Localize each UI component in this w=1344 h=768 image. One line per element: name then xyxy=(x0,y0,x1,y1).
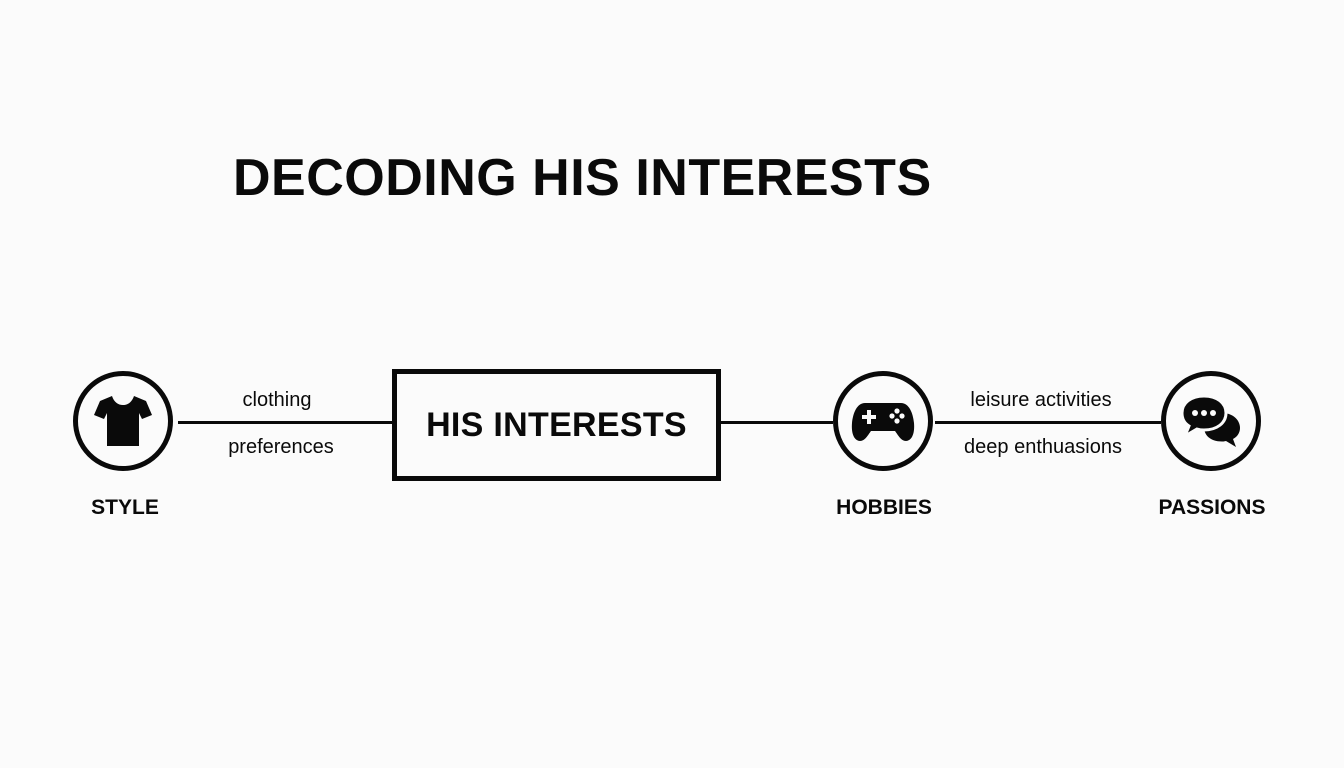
connector-center-hobbies xyxy=(719,421,833,424)
center-node-label: HIS INTERESTS xyxy=(426,405,687,444)
node-label-hobbies: HOBBIES xyxy=(836,496,932,519)
edge-label-deep-enthuasions: deep enthuasions xyxy=(964,436,1122,458)
tshirt-icon xyxy=(94,396,152,446)
edge-label-clothing: clothing xyxy=(242,389,312,411)
connector-style-center xyxy=(178,421,394,424)
diagram-title: DECODING HIS INTERESTS xyxy=(233,149,932,207)
node-hobbies xyxy=(833,371,933,471)
gamepad-icon xyxy=(851,403,915,441)
connector-hobbies-passions xyxy=(935,421,1161,424)
center-node: HIS INTERESTS xyxy=(392,369,721,481)
node-style xyxy=(73,371,173,471)
node-label-style: STYLE xyxy=(91,496,159,519)
edge-label-preferences: preferences xyxy=(228,436,334,458)
edge-label-leisure-activities: leisure activities xyxy=(970,389,1112,411)
node-passions xyxy=(1161,371,1261,471)
chat-bubbles-icon xyxy=(1180,394,1240,447)
node-label-passions: PASSIONS xyxy=(1158,496,1266,519)
